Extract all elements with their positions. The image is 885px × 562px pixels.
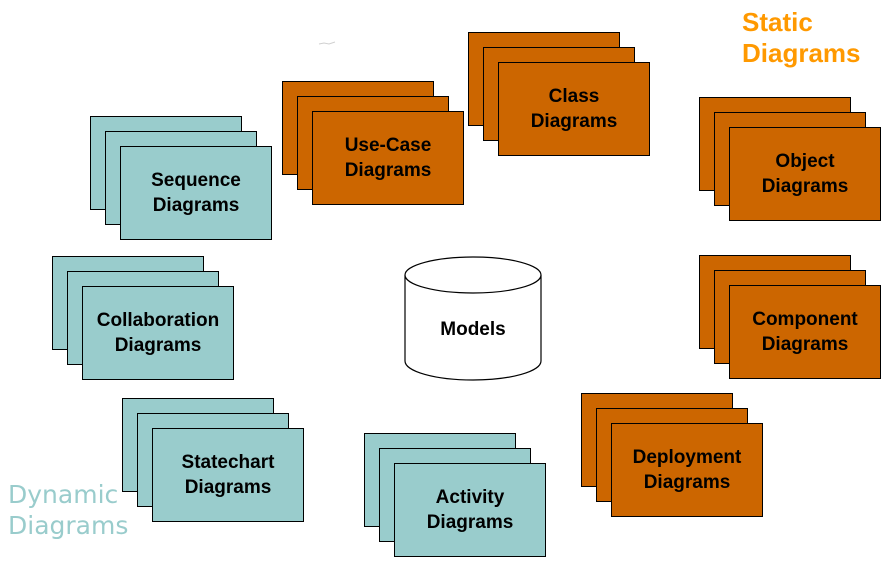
card-front-deployment-diagrams: Deployment Diagrams — [611, 423, 763, 517]
use-case-diagrams-label: Use-Case Diagrams — [344, 135, 432, 181]
stray-mark — [318, 41, 336, 45]
card-front-use-case-diagrams: Use-Case Diagrams — [312, 111, 464, 205]
card-front-object-diagrams: Object Diagrams — [729, 127, 881, 221]
component-diagrams-label: Component Diagrams — [752, 309, 858, 355]
dynamic-diagrams-title: Dynamic Diagrams — [8, 480, 129, 540]
card-front-component-diagrams: Component Diagrams — [729, 285, 881, 379]
card-front-activity-diagrams: Activity Diagrams — [394, 463, 546, 557]
sequence-diagrams-label: Sequence Diagrams — [151, 170, 241, 216]
card-front-class-diagrams: Class Diagrams — [498, 62, 650, 156]
models-label: Models — [440, 319, 506, 340]
collaboration-diagrams-label: Collaboration Diagrams — [96, 310, 220, 356]
deployment-diagrams-label: Deployment Diagrams — [632, 447, 742, 493]
object-diagrams-label: Object Diagrams — [761, 151, 849, 197]
card-front-collaboration-diagrams: Collaboration Diagrams — [82, 286, 234, 380]
activity-diagrams-label: Activity Diagrams — [426, 487, 514, 533]
models-cylinder — [404, 256, 542, 381]
class-diagrams-label: Class Diagrams — [530, 86, 618, 132]
card-front-statechart-diagrams: Statechart Diagrams — [152, 428, 304, 522]
card-front-sequence-diagrams: Sequence Diagrams — [120, 146, 272, 240]
statechart-diagrams-label: Statechart Diagrams — [181, 452, 275, 498]
static-diagrams-title: Static Diagrams — [742, 7, 861, 68]
